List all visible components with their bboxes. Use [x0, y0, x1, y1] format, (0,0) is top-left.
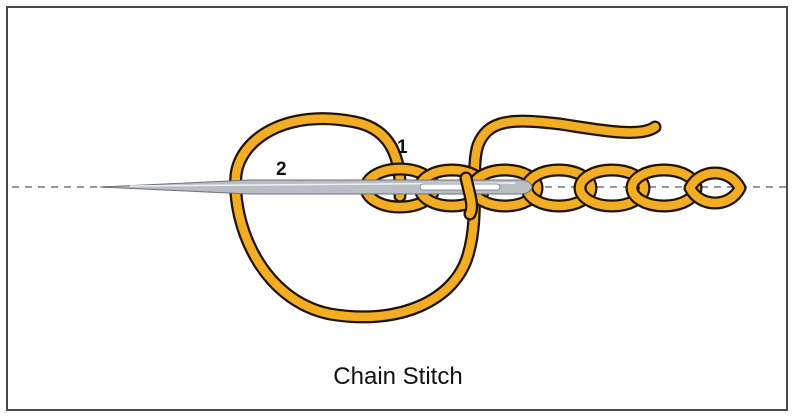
sewing-needle-icon — [99, 179, 533, 195]
step-label-2: 2 — [276, 159, 287, 180]
thread-loop — [229, 112, 662, 324]
step-label-1: 1 — [397, 137, 408, 158]
thread-over-needle — [459, 171, 479, 221]
chain-link — [683, 166, 747, 210]
diagram-caption: Chain Stitch — [333, 363, 463, 390]
chain-link — [573, 163, 651, 213]
